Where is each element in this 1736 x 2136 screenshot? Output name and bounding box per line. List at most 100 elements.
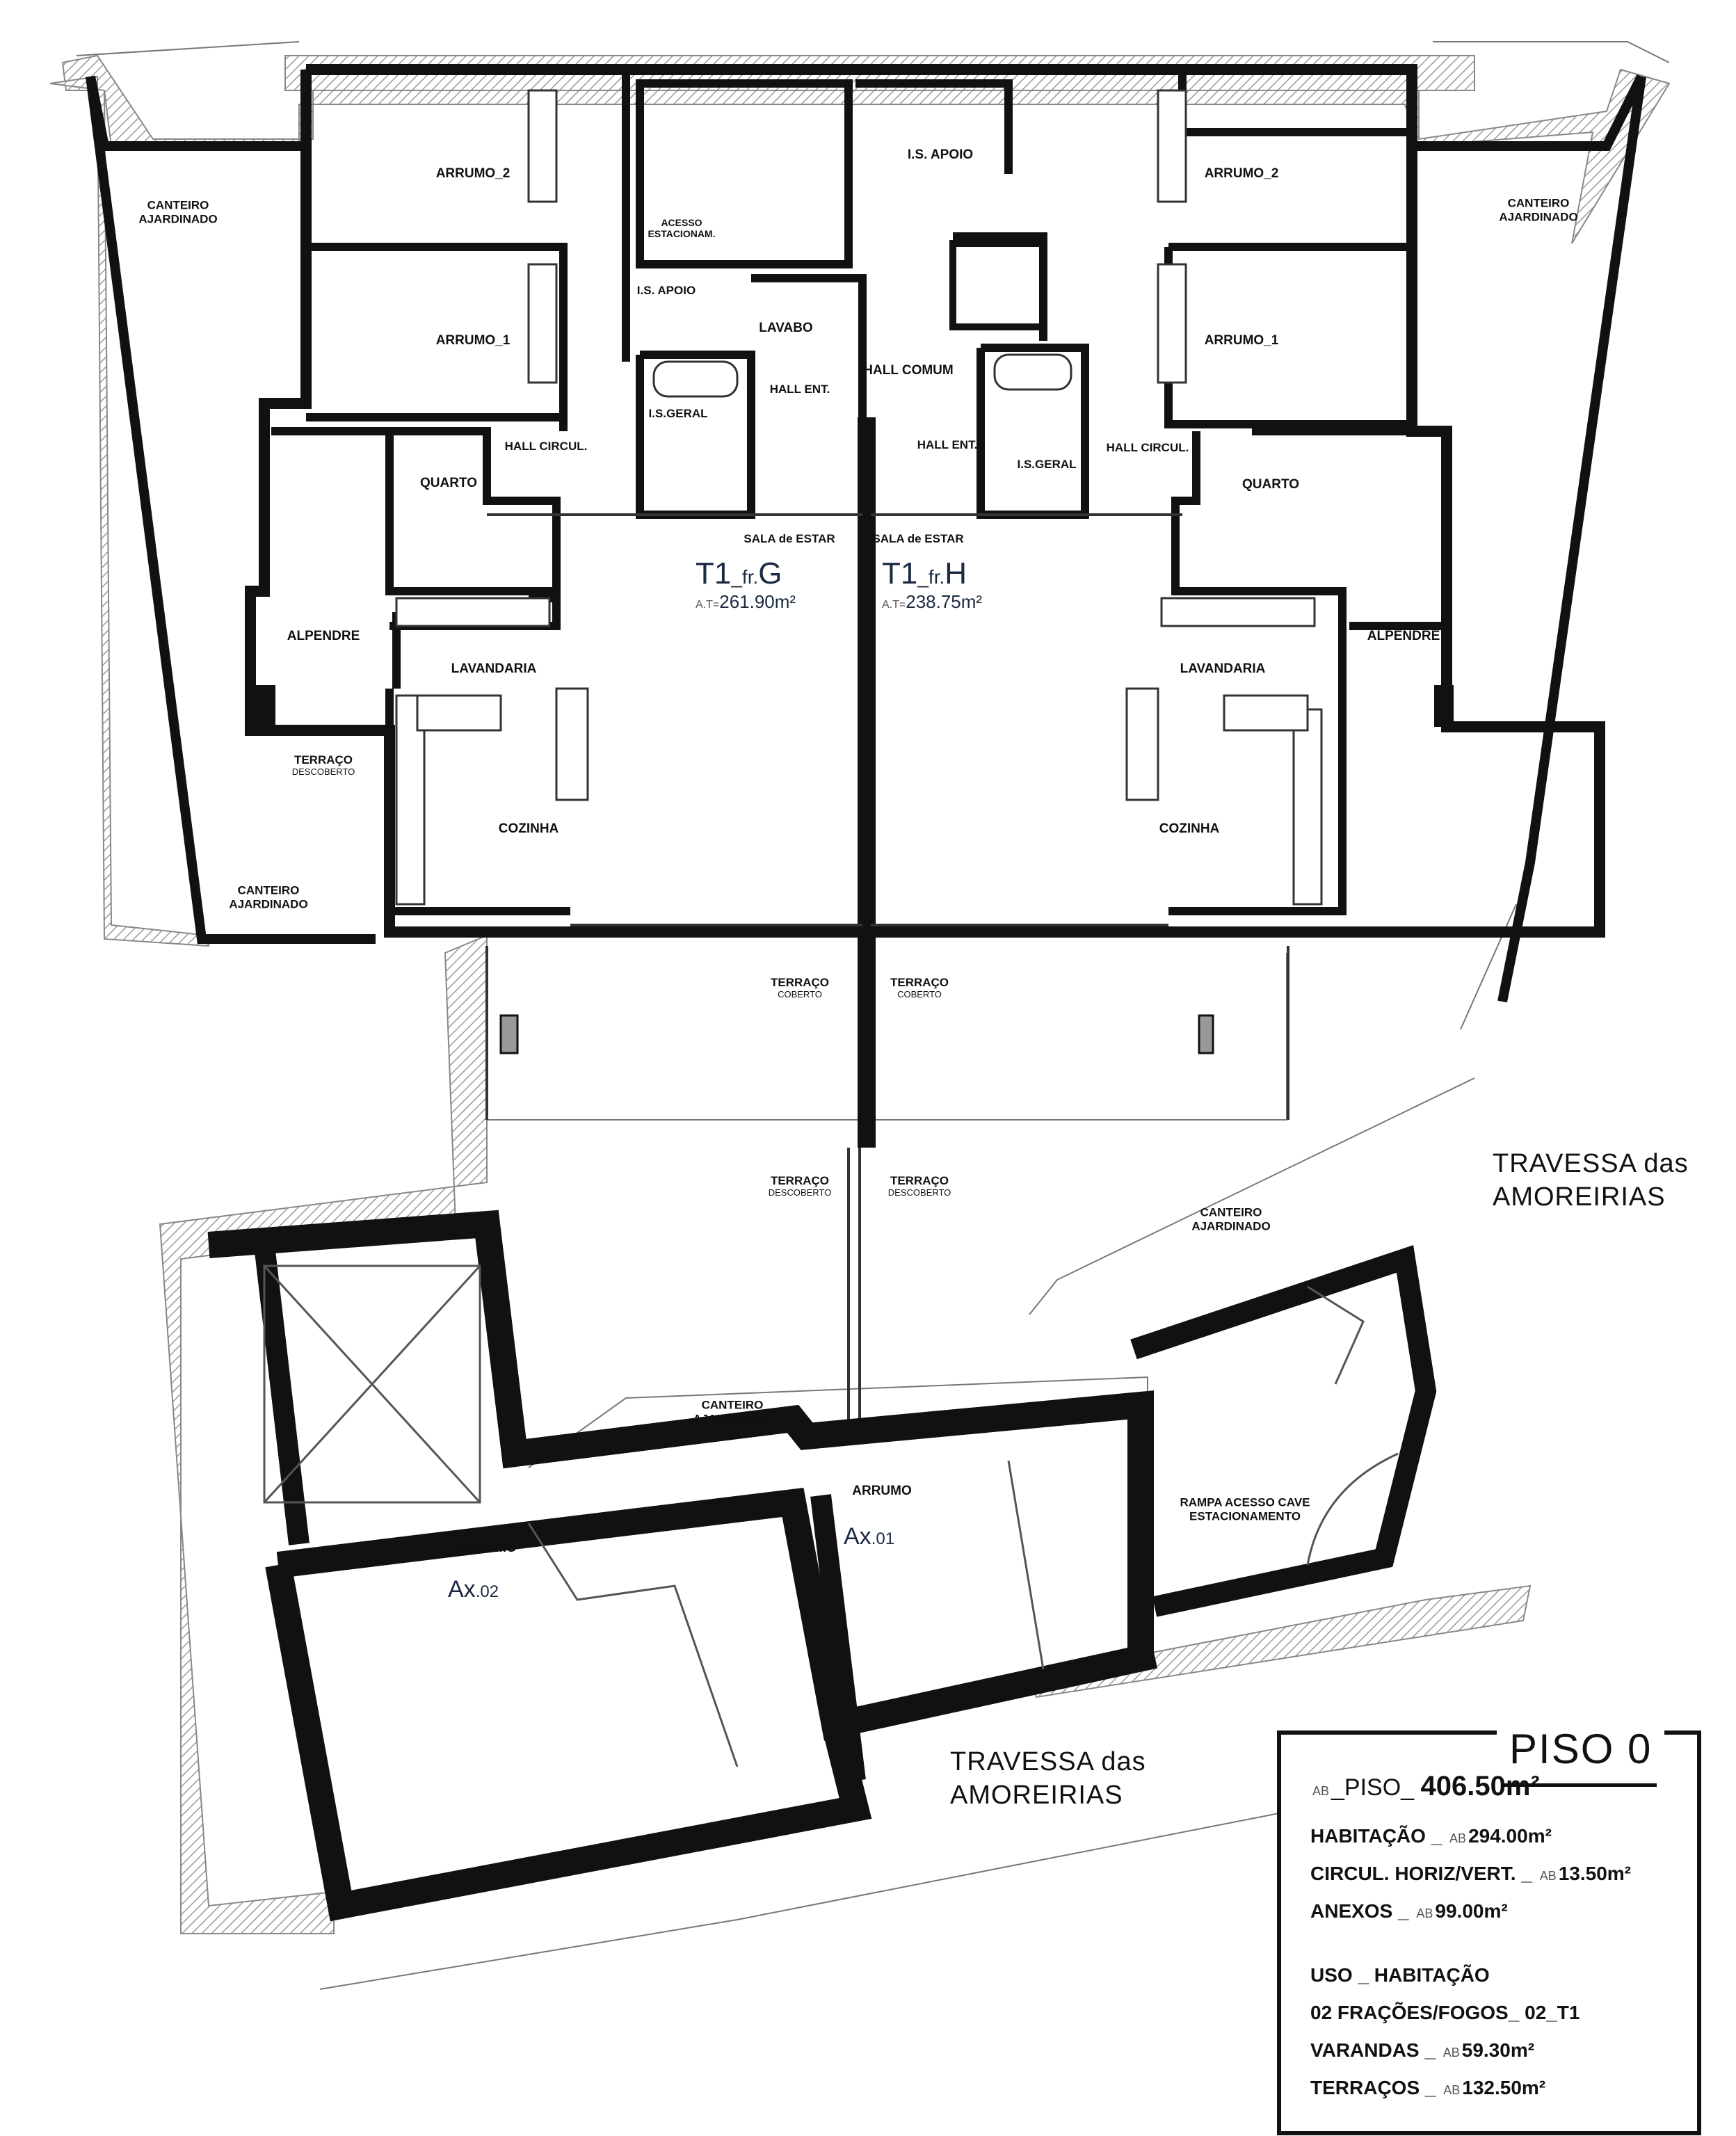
glazing <box>485 513 1289 1440</box>
legend-uso: USO _ HABITAÇÃO <box>1310 1964 1490 1986</box>
piso-label: _PISO_ <box>1331 1774 1415 1801</box>
room-hall-ent-right: HALL ENT. <box>917 438 978 452</box>
habitacao-label: HABITAÇÃO _ <box>1310 1825 1442 1847</box>
unit-at-label: A.T= <box>696 599 720 611</box>
room-sala-estar-right: SALA de ESTAR <box>872 532 964 546</box>
acesso-line2: ESTACIONAM. <box>648 228 716 239</box>
rampa-line1: RAMPA ACESSO CAVE <box>1180 1495 1310 1509</box>
annex-code: Ax <box>448 1576 476 1603</box>
room-is-apoio-left: I.S. APOIO <box>636 284 696 298</box>
ab-prefix: AB <box>1442 2046 1460 2059</box>
room-hall-circul-left: HALL CIRCUL. <box>504 440 588 453</box>
room-alpendre-right: ALPENDRE <box>1367 629 1440 644</box>
canteiro-line1: CANTEIRO <box>1200 1205 1262 1219</box>
annex-details <box>263 1264 1399 1767</box>
unit-code: T1 <box>882 556 918 591</box>
unit-fr: _fr. <box>731 566 759 588</box>
room-is-geral-right: I.S.GERAL <box>1017 458 1077 472</box>
fixtures <box>395 89 1323 906</box>
room-cozinha-right: COZINHA <box>1159 821 1220 837</box>
street-line2: AMOREIRIAS <box>950 1780 1123 1810</box>
street-line1: TRAVESSA das <box>1493 1149 1689 1178</box>
annex-num: .01 <box>871 1529 895 1548</box>
room-quarto-right: QUARTO <box>1242 477 1299 492</box>
room-sala-estar-left: SALA de ESTAR <box>744 532 835 546</box>
legend-fracoes: 02 FRAÇÕES/FOGOS_ 02_T1 <box>1310 2002 1580 2023</box>
room-arrumo1-right: ARRUMO_1 <box>1204 333 1279 348</box>
terraco-line1: TERRAÇO <box>890 1173 949 1187</box>
piso-value: 406.50m² <box>1420 1771 1540 1801</box>
room-lavabo: LAVABO <box>759 321 813 336</box>
annex-label-ax01: Ax.01 <box>844 1523 894 1550</box>
terraco-line2: COBERTO <box>778 988 822 999</box>
legend-title: PISO 0 <box>1497 1725 1665 1773</box>
unit-label-g: T1_fr.G A.T=261.90m² <box>696 556 796 613</box>
circul-label: CIRCUL. HORIZ/VERT. _ <box>1310 1863 1532 1884</box>
room-arrumo-ax01: ARRUMO <box>852 1484 912 1499</box>
room-hall-comum: HALL COMUM <box>863 363 954 378</box>
room-lavandaria-left: LAVANDARIA <box>451 661 537 677</box>
canteiro-line1: CANTEIRO <box>701 1398 764 1412</box>
room-arrumo2-left: ARRUMO_2 <box>435 166 511 182</box>
anexos-value: 99.00m² <box>1435 1900 1508 1922</box>
annex-label-ax02: Ax.02 <box>448 1576 499 1603</box>
ab-prefix: AB <box>1443 2083 1461 2097</box>
canteiro-line1: CANTEIRO <box>237 883 300 897</box>
terraco-line1: TERRAÇO <box>770 975 830 989</box>
room-lavandaria-right: LAVANDARIA <box>1180 661 1266 677</box>
terraco-line2: COBERTO <box>897 988 942 999</box>
legend-piso-area: AB_PISO_ 406.50m² <box>1310 1771 1540 1802</box>
terraco-line2: DESCOBERTO <box>887 1187 951 1198</box>
unit-area: 261.90m² <box>719 591 796 612</box>
terracos-label: TERRAÇOS _ <box>1310 2077 1436 2098</box>
ab-prefix: AB <box>1312 1784 1330 1798</box>
room-alpendre-left: ALPENDRE <box>287 629 360 644</box>
room-arrumo1-left: ARRUMO_1 <box>435 333 511 348</box>
terrace-posts <box>499 1014 1214 1054</box>
canteiro-line1: CANTEIRO <box>1507 196 1570 210</box>
terraco-line1: TERRAÇO <box>770 1173 830 1187</box>
street-line2: AMOREIRIAS <box>1493 1182 1666 1212</box>
room-hall-ent-left: HALL ENT. <box>769 383 830 396</box>
varandas-label: VARANDAS _ <box>1310 2039 1436 2061</box>
terracos-value: 132.50m² <box>1462 2077 1546 2098</box>
varandas-value: 59.30m² <box>1461 2039 1535 2061</box>
habitacao-value: 294.00m² <box>1468 1825 1552 1847</box>
room-arrumo2-right: ARRUMO_2 <box>1204 166 1279 182</box>
unit-letter: H <box>945 556 967 591</box>
terraco-line1: TERRAÇO <box>294 753 353 766</box>
canteiro-line2: AJARDINADO <box>229 897 308 910</box>
annex-num: .02 <box>475 1582 499 1601</box>
canteiro-line2: AJARDINADO <box>1499 210 1578 223</box>
canteiro-line2: AJARDINADO <box>693 1412 772 1425</box>
terraco-line2: DESCOBERTO <box>291 766 355 777</box>
canteiro-line2: AJARDINADO <box>1191 1219 1271 1232</box>
unit-at-label: A.T= <box>882 599 906 611</box>
room-is-geral-left: I.S.GERAL <box>648 407 708 421</box>
acesso-line1: ACESSO <box>661 216 702 228</box>
annex-walls <box>207 1210 1437 1922</box>
canteiro-line2: AJARDINADO <box>138 212 218 225</box>
ab-prefix: AB <box>1416 1906 1433 1920</box>
unit-area-line: A.T=238.75m² <box>882 591 982 613</box>
street-line1: TRAVESSA das <box>950 1747 1146 1776</box>
room-hall-circul-right: HALL CIRCUL. <box>1106 441 1189 455</box>
ab-prefix: AB <box>1449 1831 1467 1845</box>
unit-letter: G <box>758 556 782 591</box>
